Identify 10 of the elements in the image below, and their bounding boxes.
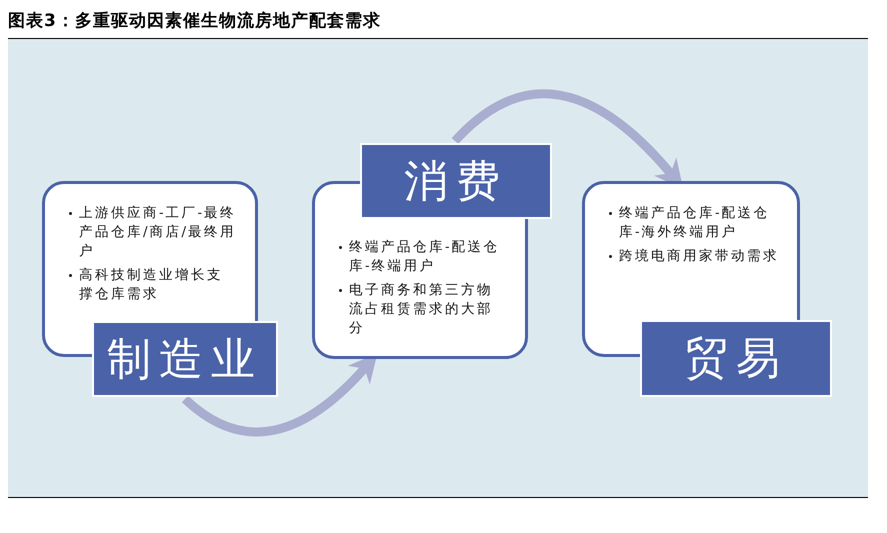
- label-box: 消费: [360, 143, 552, 219]
- bullet-text: 终端产品仓库-配送仓库-海外终端用户: [619, 204, 771, 242]
- bullet-text: 高科技制造业增长支撑仓库需求: [79, 266, 224, 304]
- bullet-text: 电子商务和第三方物流占租赁需求的大部分: [349, 281, 494, 338]
- bullet-text: 上游供应商-工厂-最终产品仓库/商店/最终用户: [79, 204, 237, 261]
- label-box: 贸易: [640, 320, 832, 397]
- bullet-text: 终端产品仓库-配送仓库-终端用户: [349, 238, 501, 276]
- bullet-text: 跨境电商用家带动需求: [619, 247, 779, 266]
- label-box: 制造业: [92, 321, 278, 397]
- title: 图表3：多重驱动因素催生物流房地产配套需求: [8, 10, 381, 32]
